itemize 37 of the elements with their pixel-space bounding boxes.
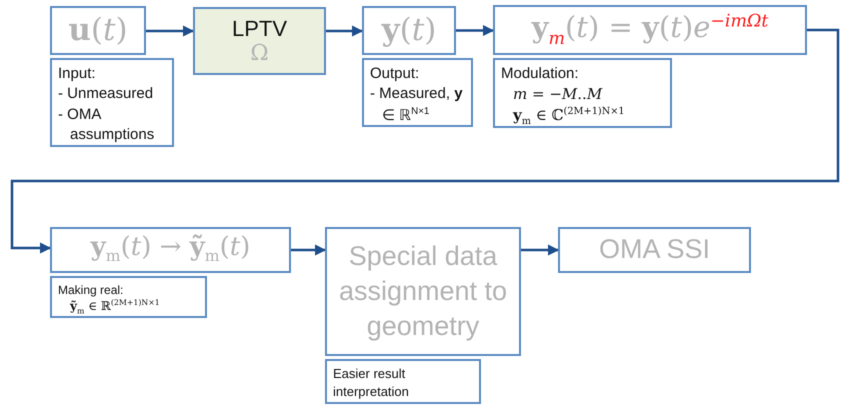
process-box (50, 227, 291, 273)
note-heading: Output: (370, 64, 420, 84)
note-text: - OMA assumptions (58, 104, 156, 145)
process-box (558, 227, 751, 273)
formula: y$_{m}$(t) = y(t)e$^{−imΩt}$ (532, 11, 768, 49)
signal-box (362, 6, 456, 55)
frequency-symbol: Ω (250, 41, 269, 66)
arrow (456, 24, 494, 36)
note-box (50, 58, 174, 147)
arrow (291, 244, 326, 256)
process-box (325, 227, 521, 356)
note-heading: Input: (58, 64, 96, 84)
note-text: ỹ$_{m}$ ∈ ℝ$^{(2M+1)N×1}$ (68, 298, 160, 318)
note-box (493, 58, 672, 128)
note-heading: Modulation: (501, 64, 579, 84)
note-text: - Measured, y ∈ ℝ$^{N×1}$ (370, 84, 464, 126)
note-text: m = −M..M (512, 84, 602, 104)
system-label: LPTV (232, 16, 288, 41)
formula: y(t) (382, 12, 436, 48)
process-label: OMA SSI (598, 233, 710, 266)
note-heading: Making real: (58, 282, 124, 298)
system-box (193, 7, 326, 75)
formula: y$_{m}$(t) → ỹ$_{m}$(t) (90, 233, 250, 267)
note-box (362, 58, 473, 127)
signal-box (50, 6, 146, 55)
signal-box (493, 5, 807, 55)
formula: u(t) (68, 12, 128, 48)
arrow (326, 25, 364, 37)
process-label: Special data assignment to geometry (338, 240, 508, 344)
arrow (10, 28, 840, 254)
note-box (50, 276, 207, 318)
note-box (325, 359, 481, 404)
note-text: y$_{m}$ ∈ ℂ$^{(2M+1)N×1}$ (512, 104, 625, 128)
arrow (146, 25, 194, 37)
note-text: - Unmeasured (58, 84, 154, 104)
note-heading: Easier result interpretation (333, 365, 410, 400)
arrow (521, 244, 560, 256)
